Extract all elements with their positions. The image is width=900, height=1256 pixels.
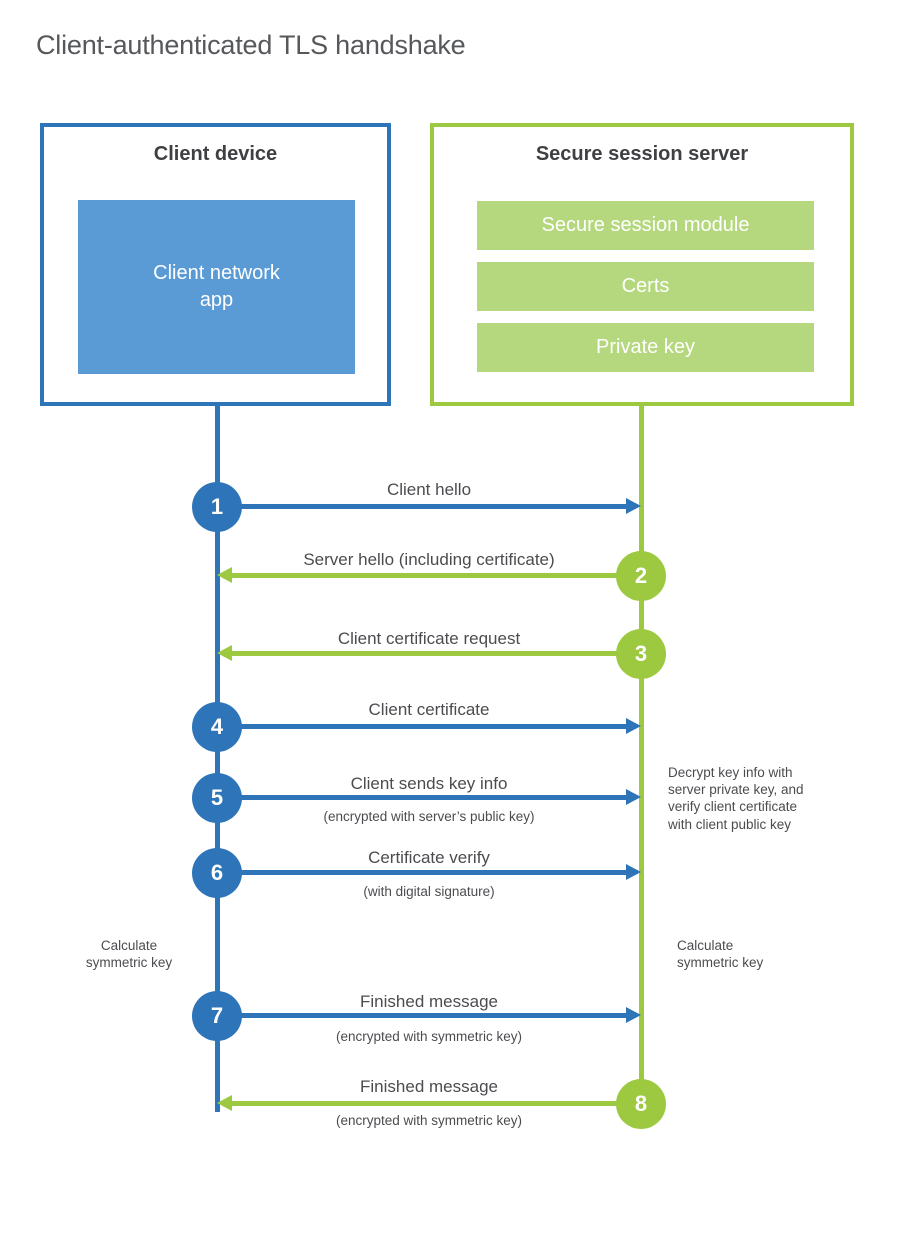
arrowhead-left-icon xyxy=(217,567,232,583)
step5-label: Client sends key info xyxy=(350,774,508,793)
step6-sublabel: (with digital signature) xyxy=(363,884,495,899)
step2-badge: 2 xyxy=(616,551,666,601)
decrypt-note-line2: server private key, and xyxy=(668,782,804,798)
step8-badge: 8 xyxy=(616,1079,666,1129)
decrypt-note-line3: verify client certificate xyxy=(668,799,798,815)
arrow-shaft xyxy=(230,651,641,656)
arrowhead-left-icon xyxy=(217,1095,232,1111)
step4-badge: 4 xyxy=(192,702,242,752)
server-module-secure-session: Secure session module xyxy=(477,201,814,250)
step1-label: Client hello xyxy=(386,480,472,499)
step2-arrow xyxy=(217,567,641,583)
secure-session-server-title: Secure session server xyxy=(535,143,749,165)
arrow-shaft xyxy=(230,573,641,578)
calc-symmetric-key-note-client: Calculate symmetric key xyxy=(70,937,188,971)
step7-badge: 7 xyxy=(192,991,242,1041)
page-title: Client-authenticated TLS handshake xyxy=(36,30,466,60)
step3-arrow xyxy=(217,645,641,661)
decrypt-note-line4: with client public key xyxy=(668,816,792,832)
step1-badge: 1 xyxy=(192,482,242,532)
arrowhead-right-icon xyxy=(626,718,641,734)
step7-label: Finished message xyxy=(360,992,498,1011)
client-app-label-line1: Client network xyxy=(153,262,280,284)
step5-badge: 5 xyxy=(192,773,242,823)
arrowhead-right-icon xyxy=(626,1007,641,1023)
step8-sublabel: (encrypted with symmetric key) xyxy=(335,1113,523,1128)
calc-right-line2: symmetric key xyxy=(677,955,764,971)
step4-arrow xyxy=(217,718,641,734)
server-module-private-key: Private key xyxy=(477,323,814,372)
arrow-shaft xyxy=(217,724,628,729)
decrypt-note-line1: Decrypt key info with xyxy=(668,765,793,780)
client-network-app-box: Client network app xyxy=(78,200,355,374)
step5-arrow xyxy=(217,789,641,805)
step3-badge: 3 xyxy=(616,629,666,679)
step5-sublabel: (encrypted with server’s public key) xyxy=(323,809,535,824)
arrow-shaft xyxy=(217,1013,628,1018)
step8-arrow xyxy=(217,1095,641,1111)
calc-left-line1: Calculate xyxy=(100,938,158,953)
arrowhead-right-icon xyxy=(626,789,641,805)
step4-label: Client certificate xyxy=(368,700,490,719)
step7-sublabel: (encrypted with symmetric key) xyxy=(335,1029,523,1044)
step3-label: Client certificate request xyxy=(337,629,521,648)
client-device-title: Client device xyxy=(153,143,278,165)
server-lifeline xyxy=(639,406,644,1085)
arrow-shaft xyxy=(217,870,628,875)
arrow-shaft xyxy=(230,1101,641,1106)
arrow-shaft xyxy=(217,504,628,509)
arrow-shaft xyxy=(217,795,628,800)
calc-left-line2: symmetric key xyxy=(85,955,173,971)
decrypt-key-note: Decrypt key info with server private key… xyxy=(668,764,848,833)
arrowhead-right-icon xyxy=(626,864,641,880)
server-module-certs: Certs xyxy=(477,262,814,311)
client-app-label-line2: app xyxy=(199,289,234,311)
step6-badge: 6 xyxy=(192,848,242,898)
step2-label: Server hello (including certificate) xyxy=(303,550,555,569)
client-device-box: Client device Client network app xyxy=(40,123,391,406)
calc-symmetric-key-note-server: Calculate symmetric key xyxy=(677,937,797,971)
calc-right-line1: Calculate xyxy=(677,938,734,953)
arrowhead-left-icon xyxy=(217,645,232,661)
client-lifeline xyxy=(215,406,220,1112)
arrowhead-right-icon xyxy=(626,498,641,514)
secure-session-server-box: Secure session server Secure session mod… xyxy=(430,123,854,406)
step1-arrow xyxy=(217,498,641,514)
step6-arrow xyxy=(217,864,641,880)
step8-label: Finished message xyxy=(360,1077,498,1096)
step7-arrow xyxy=(217,1007,641,1023)
step6-label: Certificate verify xyxy=(368,848,490,867)
